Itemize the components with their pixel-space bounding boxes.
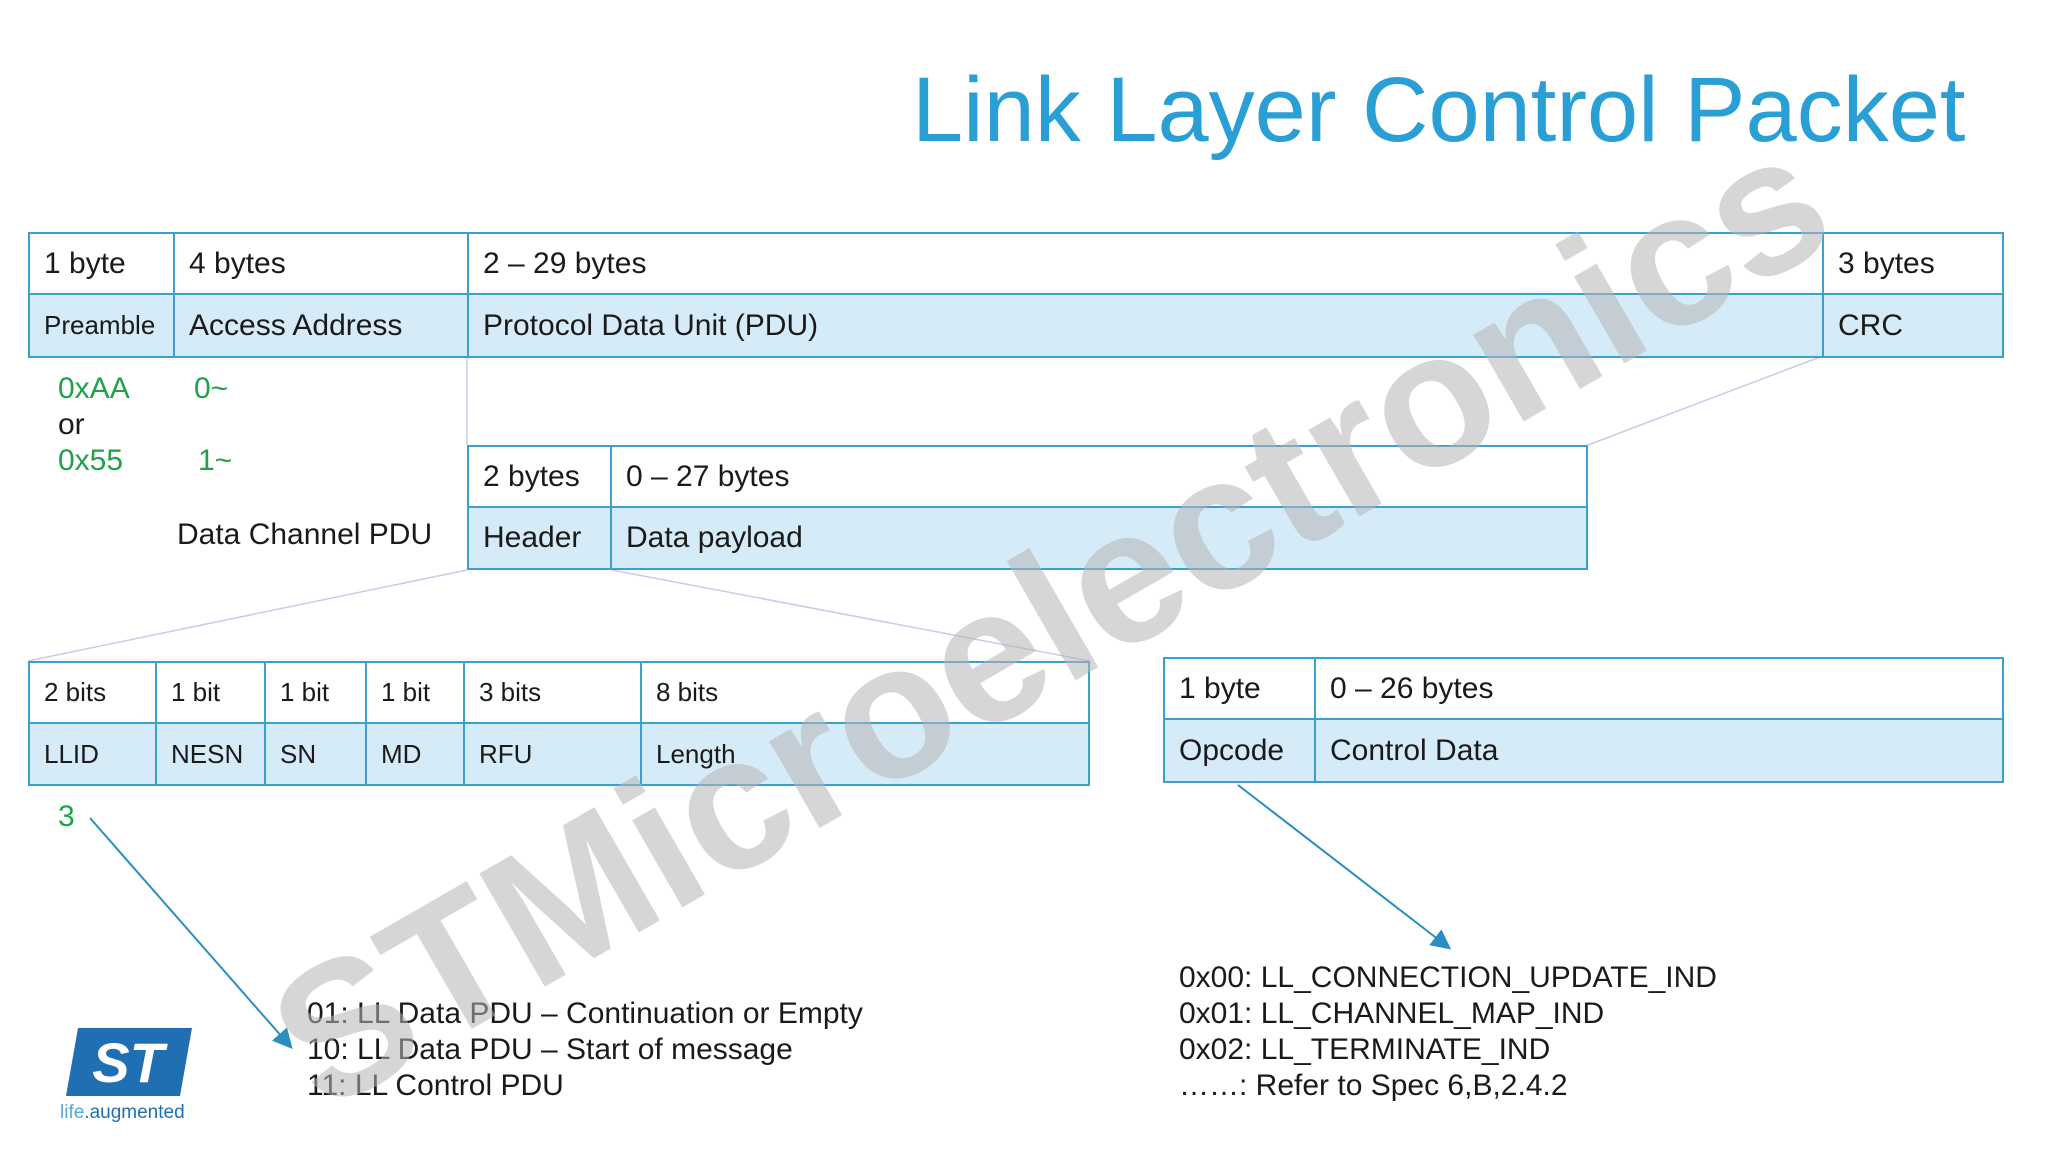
crc-field: CRC: [1822, 293, 2004, 358]
sn-size: 1 bit: [264, 661, 367, 724]
llid-note: 01: LL Data PDU – Continuation or Empty: [307, 997, 863, 1030]
opcode-notes: 0x00: LL_CONNECTION_UPDATE_IND 0x01: LL_…: [1179, 960, 1717, 1104]
pdu-size: 2 – 29 bytes: [467, 232, 1824, 295]
llid-size: 2 bits: [28, 661, 157, 724]
access-value-0: 0~: [194, 372, 229, 405]
length-size: 8 bits: [640, 661, 1090, 724]
payload-size: 0 – 27 bytes: [610, 445, 1588, 508]
st-logo-icon: ST: [60, 1024, 195, 1105]
page-title: Link Layer Control Packet: [912, 59, 1966, 161]
length-field: Length: [640, 722, 1090, 786]
sn-field: SN: [264, 722, 367, 786]
llid-field: LLID: [28, 722, 157, 786]
control-data-field: Control Data: [1314, 718, 2004, 783]
st-logo-mark: ST: [92, 1031, 168, 1094]
pdu-field: Protocol Data Unit (PDU): [467, 293, 1824, 358]
access-address-size: 4 bytes: [173, 232, 469, 295]
tagline-post: .augmented: [84, 1102, 185, 1123]
llid-note: 11: LL Control PDU: [307, 1069, 564, 1102]
preamble-value-55: 0x55: [58, 444, 124, 477]
data-channel-pdu-label: Data Channel PDU: [177, 518, 433, 551]
opcode-note: 0x00: LL_CONNECTION_UPDATE_IND: [1179, 961, 1717, 994]
opcode-size: 1 byte: [1163, 657, 1316, 720]
llid-arrow: [89, 817, 293, 1050]
rfu-field: RFU: [463, 722, 642, 786]
nesn-size: 1 bit: [155, 661, 266, 724]
control-data-size: 0 – 26 bytes: [1314, 657, 2004, 720]
llid-note: 10: LL Data PDU – Start of message: [307, 1033, 793, 1066]
opcode-note: 0x02: LL_TERMINATE_IND: [1179, 1033, 1551, 1066]
nesn-field: NESN: [155, 722, 266, 786]
opcode-note: ……: Refer to Spec 6,B,2.4.2: [1179, 1069, 1568, 1102]
opcode-field: Opcode: [1163, 718, 1316, 783]
opcode-arrow: [1237, 784, 1452, 950]
md-size: 1 bit: [365, 661, 465, 724]
preamble-or: or: [58, 408, 85, 441]
rfu-size: 3 bits: [463, 661, 642, 724]
opcode-note: 0x01: LL_CHANNEL_MAP_IND: [1179, 997, 1605, 1030]
access-address-field: Access Address: [173, 293, 469, 358]
md-field: MD: [365, 722, 465, 786]
llid-notes: 01: LL Data PDU – Continuation or Empty …: [307, 996, 863, 1104]
preamble-size: 1 byte: [28, 232, 175, 295]
llid-value: 3: [58, 800, 75, 833]
preamble-field: Preamble: [28, 293, 175, 358]
access-value-1: 1~: [198, 444, 233, 477]
logo-tagline: life.augmented: [60, 1102, 185, 1124]
header-size: 2 bytes: [467, 445, 612, 508]
tagline-pre: life: [60, 1102, 85, 1123]
header-field: Header: [467, 506, 612, 570]
payload-field: Data payload: [610, 506, 1588, 570]
preamble-value-aa: 0xAA: [58, 372, 130, 405]
crc-size: 3 bytes: [1822, 232, 2004, 295]
